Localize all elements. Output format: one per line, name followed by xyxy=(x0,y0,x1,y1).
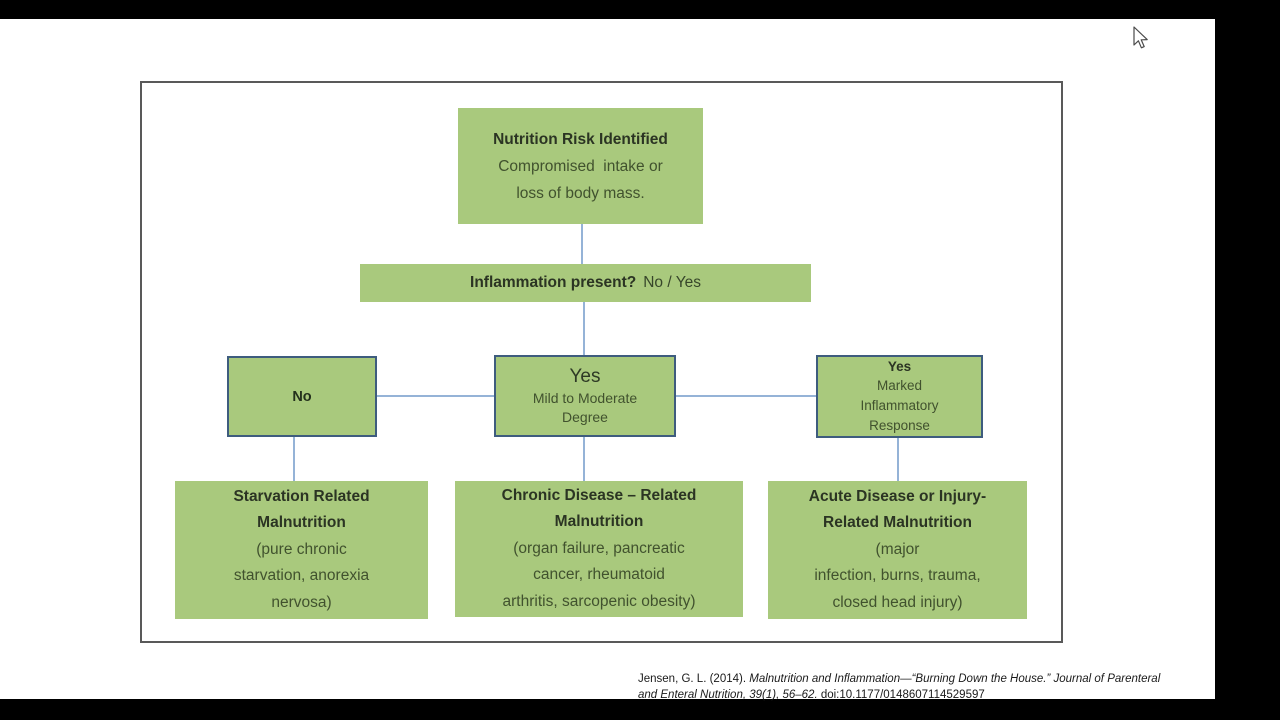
node-starvation-malnutrition: Starvation Related Malnutrition (pure ch… xyxy=(175,481,428,619)
node-body-line: Degree xyxy=(562,409,608,425)
connector-yes-mild-to-yes-marked xyxy=(672,395,816,397)
node-nutrition-risk: Nutrition Risk Identified Compromised in… xyxy=(458,108,703,224)
node-body-line: arthritis, sarcopenic obesity) xyxy=(502,592,696,610)
connector-yes-mild-to-no xyxy=(373,395,494,397)
node-body-line: infection, burns, trauma, xyxy=(814,567,981,585)
node-body-line: cancer, rheumatoid xyxy=(533,566,665,584)
node-body-line: Marked xyxy=(876,378,922,393)
node-title-line: Related Malnutrition xyxy=(823,514,972,532)
citation-doi: doi:10.1177/0148607114529597 xyxy=(817,689,985,701)
node-body-line: closed head injury) xyxy=(832,593,963,611)
connector-top-to-question xyxy=(581,224,583,264)
node-body-line: Inflammatory xyxy=(860,398,939,413)
citation-title-journal: Malnutrition and Inflammation—“Burning D… xyxy=(638,673,1161,701)
node-title: Nutrition Risk Identified xyxy=(493,130,668,148)
node-title: Yes xyxy=(887,359,912,374)
connector-yes-marked-to-acute xyxy=(897,434,899,481)
node-body-line: Mild to Moderate xyxy=(532,390,638,406)
citation-reference: Jensen, G. L. (2014). Malnutrition and I… xyxy=(638,671,1176,703)
node-title-line: Malnutrition xyxy=(554,513,644,531)
node-inflammation-question: Inflammation present? No / Yes xyxy=(360,264,811,302)
node-yes-marked: Yes Marked Inflammatory Response xyxy=(816,355,983,438)
node-body-line: loss of body mass. xyxy=(516,184,645,202)
node-body-line: (pure chronic xyxy=(256,540,347,558)
connector-question-to-yes-mild xyxy=(583,302,585,355)
node-body-line: Response xyxy=(869,418,930,433)
mouse-cursor-icon xyxy=(1130,26,1152,57)
node-body-line: (organ failure, pancreatic xyxy=(513,539,685,557)
connector-no-to-starvation xyxy=(293,433,295,481)
node-acute-injury-malnutrition: Acute Disease or Injury- Related Malnutr… xyxy=(768,481,1027,619)
node-label: No xyxy=(292,388,312,405)
slide-background: Nutrition Risk Identified Compromised in… xyxy=(0,19,1215,701)
node-title-line: Malnutrition xyxy=(257,514,346,532)
node-body-line: starvation, anorexia xyxy=(233,567,370,585)
node-chronic-disease-malnutrition: Chronic Disease – Related Malnutrition (… xyxy=(455,481,743,617)
node-body-line: nervosa) xyxy=(271,593,332,611)
node-body-line: Compromised intake or xyxy=(498,157,663,175)
connector-yes-mild-to-chronic xyxy=(583,433,585,481)
node-body-line: (major xyxy=(875,540,920,558)
node-title-line: Chronic Disease – Related xyxy=(501,486,697,504)
node-title-line: Acute Disease or Injury- xyxy=(808,487,987,505)
question-bold: Inflammation present? xyxy=(470,274,637,291)
citation-authors: Jensen, G. L. (2014). xyxy=(638,673,750,685)
node-no: No xyxy=(227,356,377,437)
node-yes-mild: Yes Mild to Moderate Degree xyxy=(494,355,676,437)
node-title: Yes xyxy=(569,366,601,387)
question-answer: No / Yes xyxy=(643,274,701,291)
node-title-line: Starvation Related xyxy=(233,487,370,505)
